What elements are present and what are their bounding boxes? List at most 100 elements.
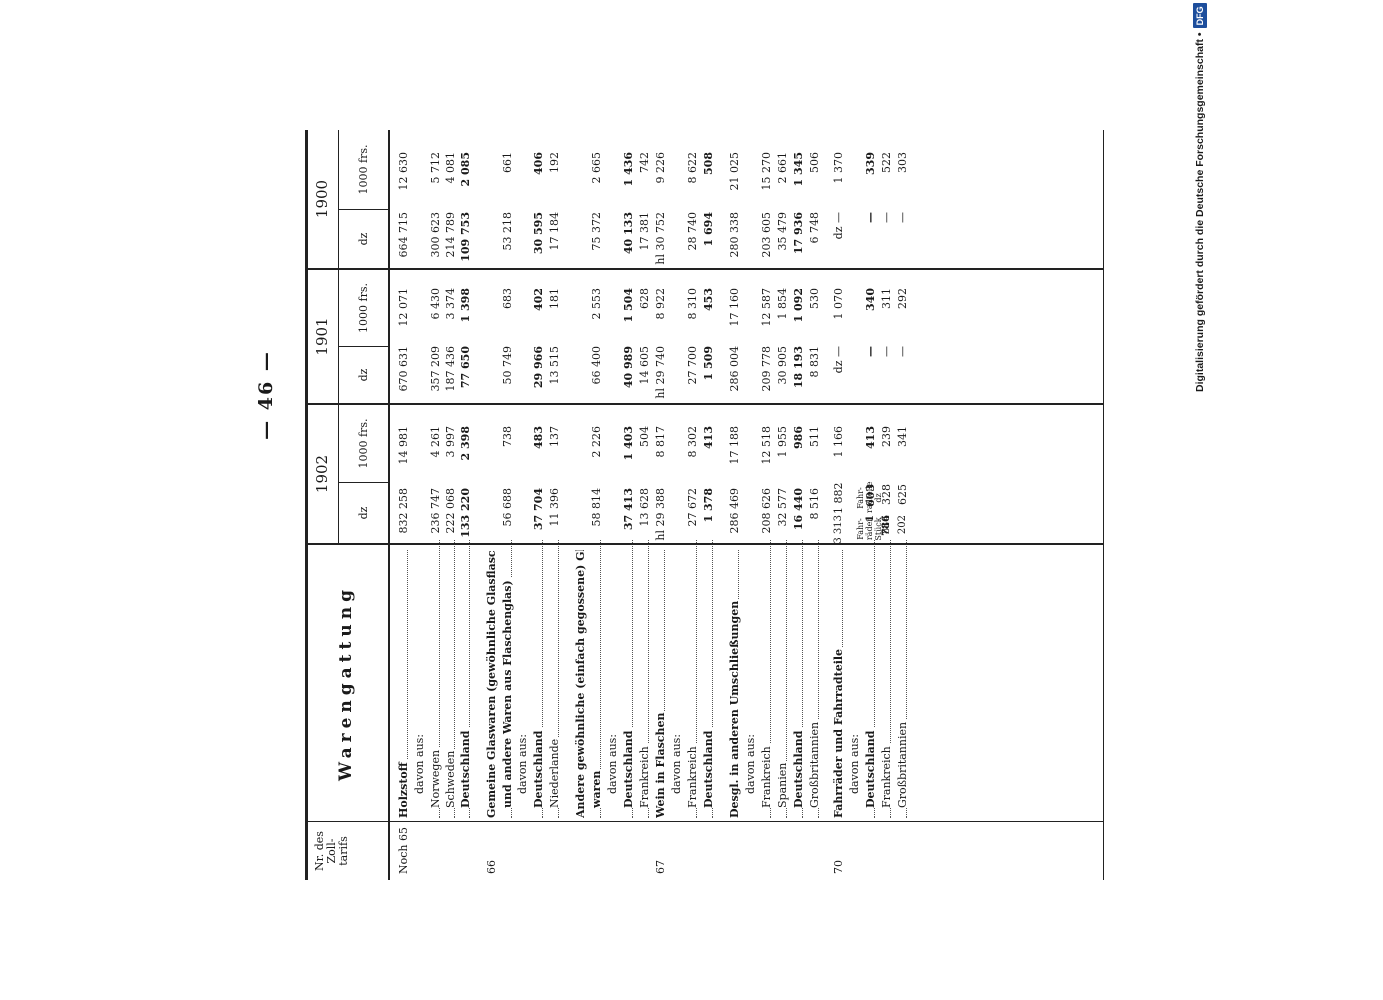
unit-frs: 1000 frs. bbox=[357, 418, 370, 469]
cell-c3: 413 bbox=[864, 426, 877, 449]
cell-c5: 181 bbox=[548, 288, 561, 309]
cell-c6: — bbox=[864, 212, 877, 223]
cell-c5: 1 504 bbox=[622, 288, 635, 323]
row-label: Niederlande bbox=[547, 540, 563, 818]
cell-c2: hl 29 388 bbox=[654, 488, 667, 541]
cell-c4: 8 831 bbox=[808, 346, 821, 378]
cell-c5: 1 854 bbox=[776, 288, 789, 320]
cell-c4: — bbox=[896, 346, 909, 357]
cell-c3: 8 302 bbox=[686, 426, 699, 458]
cell-c7: 1 436 bbox=[622, 152, 635, 187]
cell-c4: 40 989 bbox=[622, 346, 635, 389]
row-label-text: davon aus: bbox=[848, 731, 861, 794]
cell-c2: 625 bbox=[896, 484, 909, 505]
cell-c2: 133 220 bbox=[459, 488, 472, 538]
cell-c6: 35 479 bbox=[776, 212, 789, 251]
cell-c4: 14 605 bbox=[638, 346, 651, 385]
cell-c6: 17 184 bbox=[548, 212, 561, 251]
row-label: waren bbox=[589, 540, 605, 818]
cell-c3: 1 955 bbox=[776, 426, 789, 458]
cell-c4: 29 966 bbox=[532, 346, 545, 389]
row-label: Wein in Flaschen bbox=[653, 550, 669, 818]
cell-c5: 12 587 bbox=[760, 288, 773, 327]
row-label-text: Spanien bbox=[776, 760, 789, 808]
table-row: davon aus: bbox=[669, 130, 685, 880]
cell-c5: 1 398 bbox=[459, 288, 472, 323]
unit-frs: 1000 frs. bbox=[357, 283, 370, 333]
cell-c7: 21 025 bbox=[728, 152, 741, 191]
cell-c5: 8 310 bbox=[686, 288, 699, 320]
cell-c3: 2 398 bbox=[459, 426, 472, 461]
cell-c2: 236 747 bbox=[429, 488, 442, 534]
table-row: davon aus: bbox=[515, 130, 531, 880]
row-label: und andere Waren aus Flaschenglas) bbox=[500, 540, 516, 818]
tariff-number: 67 bbox=[654, 860, 667, 874]
cell-c7: 303 bbox=[896, 152, 909, 173]
cell-c6: 53 218 bbox=[501, 212, 514, 251]
row-label-text: und andere Waren aus Flaschenglas) bbox=[501, 578, 514, 808]
cell-c2: 1 882 bbox=[832, 482, 845, 515]
unit-dz: dz bbox=[357, 368, 370, 382]
cell-c5: 12 071 bbox=[397, 288, 410, 327]
cell-c3: 738 bbox=[501, 426, 514, 447]
table-row: davon aus: bbox=[847, 130, 863, 880]
year-1902: 1902 bbox=[313, 454, 331, 494]
row-label-text: Großbritannien bbox=[808, 719, 821, 808]
row-label: Andere gewöhnliche (einfach gegossene) G… bbox=[573, 550, 589, 818]
cell-c7: 2 665 bbox=[590, 152, 603, 184]
row-label-text: Deutschland bbox=[459, 728, 472, 808]
cell-c5: 340 bbox=[864, 288, 877, 311]
cell-c3: 8 817 bbox=[654, 426, 667, 458]
cell-c5: 530 bbox=[808, 288, 821, 309]
cell-c2: 222 068 bbox=[444, 488, 457, 534]
cell-c5: 292 bbox=[896, 288, 909, 309]
cell-c2: 27 672 bbox=[686, 488, 699, 527]
cell-c7: 9 226 bbox=[654, 152, 667, 184]
cell-c3: 2 226 bbox=[590, 426, 603, 458]
row-label: Deutschland bbox=[863, 540, 879, 818]
cell-c7: 522 bbox=[880, 152, 893, 173]
cell-c6: 40 133 bbox=[622, 212, 635, 255]
cell-c3: 4 261 bbox=[429, 426, 442, 458]
cell-c4: 209 778 bbox=[760, 346, 773, 392]
row-label-text: Desgl. in anderen Umschließungen bbox=[728, 598, 741, 818]
cell-c3: 1 166 bbox=[832, 426, 845, 458]
row-label: Frankreich bbox=[685, 540, 701, 818]
row-label: Fahrräder und Fahrradteile bbox=[831, 550, 847, 818]
cell-c5: 1 092 bbox=[792, 288, 805, 323]
cell-c4: — bbox=[864, 346, 877, 357]
row-label-text: Deutschland bbox=[792, 728, 805, 808]
row-label: Gemeine Glaswaren (gewöhnliche Glasflasc… bbox=[484, 550, 500, 818]
table-row: und andere Waren aus Flaschenglas)56 688… bbox=[500, 130, 516, 880]
cell-c2: 8 516 bbox=[808, 488, 821, 520]
cell-c3: 504 bbox=[638, 426, 651, 447]
row-label-text: Frankreich bbox=[880, 744, 893, 808]
cell-c5: 2 553 bbox=[590, 288, 603, 320]
cell-c7: 1 370 bbox=[832, 152, 845, 184]
unit-dz: dz bbox=[357, 232, 370, 246]
cell-c3: 1 403 bbox=[622, 426, 635, 461]
cell-c6: 28 740 bbox=[686, 212, 699, 251]
year-1901: 1901 bbox=[313, 317, 331, 356]
cell-c3: 137 bbox=[548, 426, 561, 447]
cell-c6: 203 605 bbox=[760, 212, 773, 258]
cell-c2: 32 577 bbox=[776, 488, 789, 527]
row-label: Frankreich bbox=[879, 540, 895, 818]
row-label: davon aus: bbox=[743, 526, 759, 818]
cell-c6: 30 595 bbox=[532, 212, 545, 255]
cell-c2: 16 440 bbox=[792, 488, 805, 531]
tariff-number: 70 bbox=[832, 860, 845, 874]
cell-c3: 14 981 bbox=[397, 426, 410, 465]
row-label-text: Norwegen bbox=[429, 747, 442, 808]
row-label: Norwegen bbox=[428, 540, 444, 818]
cell-c7: 406 bbox=[532, 152, 545, 175]
row-label-text: waren bbox=[590, 768, 603, 808]
